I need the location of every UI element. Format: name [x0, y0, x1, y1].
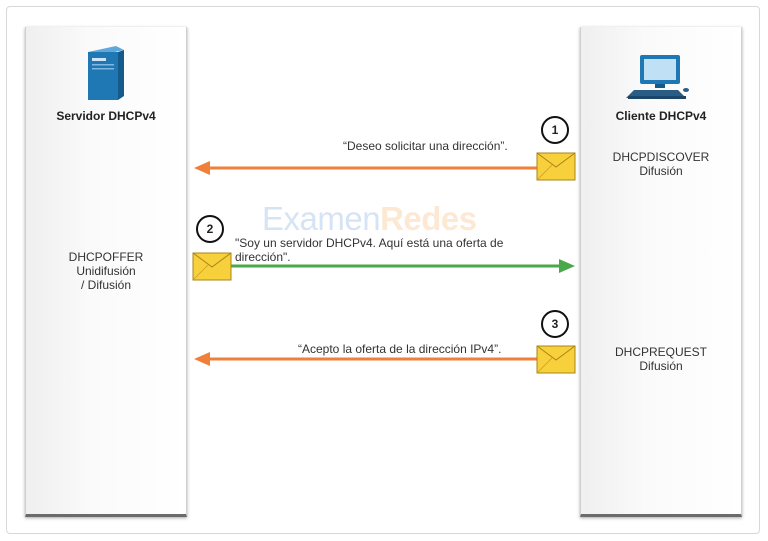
message-2-line-1: "Soy un servidor DHCPv4. Aquí está una o… [235, 236, 504, 250]
discover-mode: Difusión [639, 164, 683, 178]
discover-type: DHCPDISCOVER [612, 150, 710, 164]
arrow-discover [194, 161, 539, 175]
message-2-line-2: dirección". [235, 250, 291, 264]
arrow-request [194, 352, 539, 366]
envelope-icon [536, 345, 576, 374]
step-number-3: 3 [541, 310, 569, 338]
offer-type: DHCPOFFER [68, 250, 144, 264]
arrow-offer [230, 259, 575, 273]
client-request-text: DHCPREQUEST Difusión [580, 345, 742, 373]
offer-mode-2: / Difusión [80, 278, 132, 292]
request-type: DHCPREQUEST [614, 345, 707, 359]
server-offer-text: DHCPOFFER Unidifusión / Difusión [25, 250, 187, 292]
step-number-2: 2 [196, 215, 224, 243]
server-label: Servidor DHCPv4 [56, 109, 156, 123]
server-column [25, 27, 187, 517]
message-1-text: “Deseo solicitar una dirección”. [343, 139, 508, 153]
message-3-text: “Acepto la oferta de la dirección IPv4”. [298, 342, 502, 356]
message-2-text: "Soy un servidor DHCPv4. Aquí está una o… [235, 236, 503, 264]
client-discover-text: DHCPDISCOVER Difusión [580, 150, 742, 178]
envelope-icon [192, 252, 232, 281]
offer-mode-1: Unidifusión [76, 264, 136, 278]
envelope-icon [536, 152, 576, 181]
server-tower-icon [88, 46, 124, 100]
request-mode: Difusión [639, 359, 683, 373]
client-label: Cliente DHCPv4 [615, 109, 707, 123]
client-column [580, 27, 742, 517]
desktop-computer-icon [626, 55, 689, 99]
step-number-1: 1 [541, 116, 569, 144]
